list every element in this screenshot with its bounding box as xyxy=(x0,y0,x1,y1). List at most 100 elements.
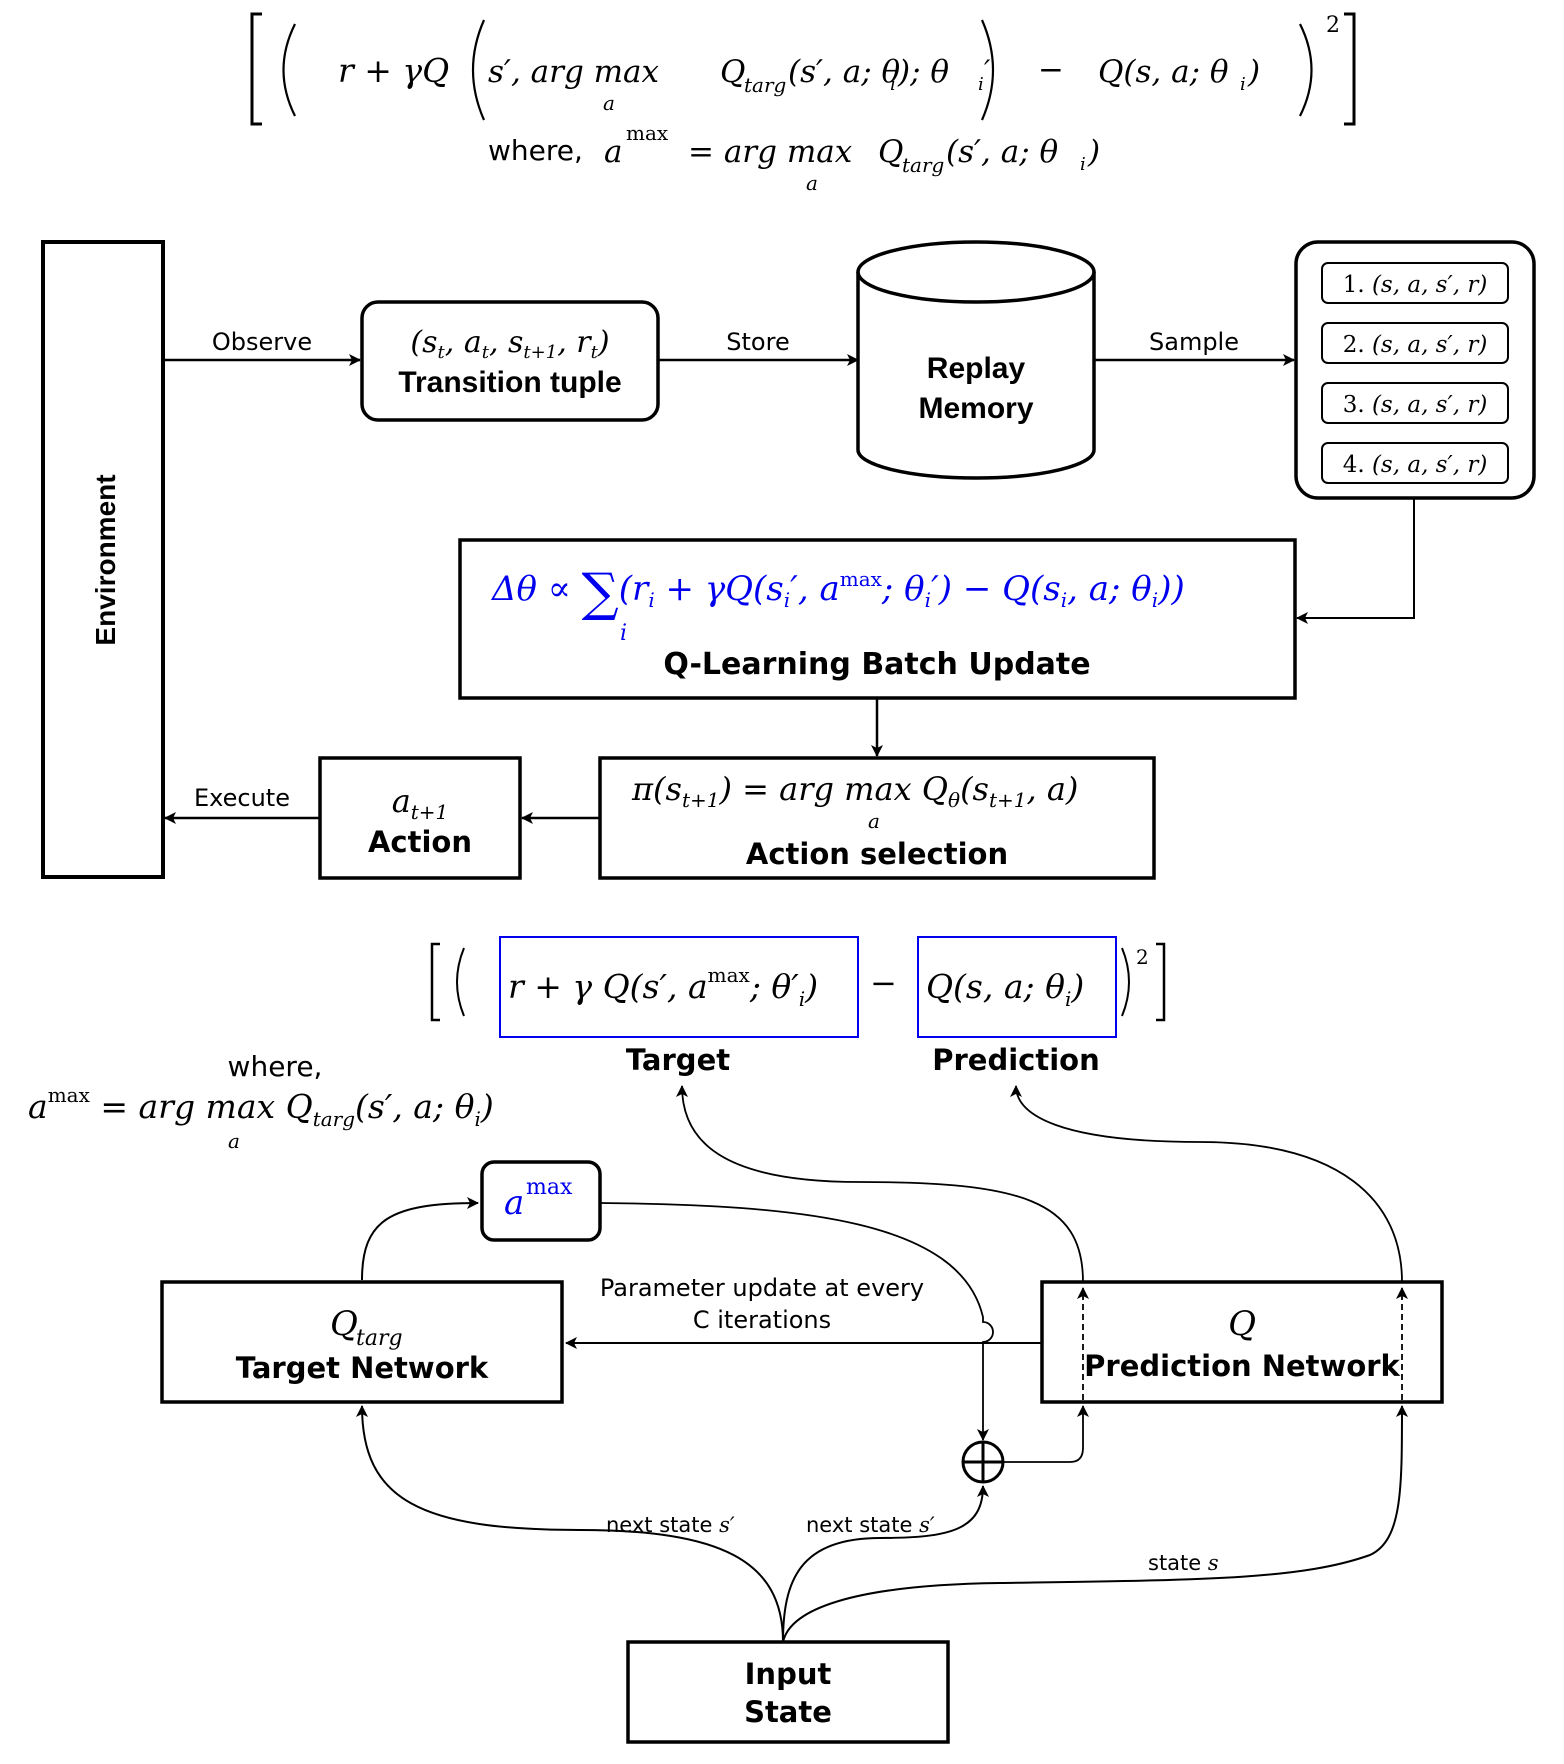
sample-item[interactable]: 2. (s, a, s′, r) xyxy=(1321,322,1509,364)
sample-item-tuple: (s, a, s′, r) xyxy=(1372,392,1487,418)
input-to-sum-arrow xyxy=(782,1485,989,1643)
bottom-minus: − xyxy=(870,964,897,1002)
batch-to-update-arrow xyxy=(1296,498,1415,624)
input-state-box[interactable]: Input State xyxy=(626,1640,950,1744)
where-label: where, xyxy=(228,1050,323,1083)
sample-item-tuple: (s, a, s′, r) xyxy=(1372,272,1487,298)
bottom-left-paren xyxy=(456,947,465,1017)
sample-item-text: 1. (s, a, s′, r) xyxy=(1343,272,1488,298)
batch-update-box[interactable]: Δθ ∝ ∑(ri + γQ(si′, amax; θi′) − Q(si, a… xyxy=(458,538,1297,700)
top-where-max: max xyxy=(626,121,669,145)
top-equation: 2 r + γQ s′, arg max a Q targ (s′, a; θ … xyxy=(250,12,1356,195)
bottom-right-paren xyxy=(1121,947,1130,1017)
bottom-exponent: 2 xyxy=(1136,945,1149,969)
top-where-close: ) xyxy=(1087,134,1100,170)
top-where-a: a xyxy=(604,134,622,170)
sample-item-text: 3. (s, a, s′, r) xyxy=(1343,392,1488,418)
to-prediction-arrow xyxy=(1010,1085,1403,1283)
top-where-q: Q xyxy=(878,134,903,170)
bottom-right-bracket xyxy=(1156,942,1166,1022)
top-where-eq: = arg max xyxy=(688,134,853,170)
sample-item-text: 4. (s, a, s′, r) xyxy=(1343,452,1488,478)
sample-item[interactable]: 3. (s, a, s′, r) xyxy=(1321,382,1509,424)
prediction-expression-box xyxy=(917,936,1117,1038)
top-eq-prime: ′ xyxy=(984,54,991,87)
environment-box[interactable]: Environment xyxy=(41,240,165,879)
sample-item-tuple: (s, a, s′, r) xyxy=(1372,332,1487,358)
input-state-line2: State xyxy=(744,1695,832,1729)
store-label: Store xyxy=(726,328,789,356)
target-network-label: Target Network xyxy=(236,1351,489,1385)
left-bracket xyxy=(250,12,262,126)
replay-memory-cylinder[interactable]: Replay Memory xyxy=(856,240,1096,480)
top-where-args: (s′, a; θ xyxy=(946,134,1059,170)
amax-base: a xyxy=(504,1183,524,1223)
to-target-arrow xyxy=(676,1085,1084,1283)
target-network-box[interactable]: Q targ Target Network xyxy=(160,1280,564,1404)
state-label: state s xyxy=(1148,1551,1219,1575)
where-formula: amax = arg max Qtarg(s′, a; θi) xyxy=(28,1083,494,1131)
environment-label: Environment xyxy=(90,474,121,645)
action-selection-box[interactable]: π(st+1) = arg max Qθ(st+1, a) a Action s… xyxy=(598,756,1156,880)
sample-batch-box[interactable]: 1. (s, a, s′, r)2. (s, a, s′, r)3. (s, a… xyxy=(1294,240,1536,500)
parameter-update-line1: Parameter update at every xyxy=(600,1274,924,1302)
input-to-prediction-arrow xyxy=(782,1405,1408,1643)
action-selection-sub: a xyxy=(868,809,880,833)
execute-label: Execute xyxy=(194,784,290,812)
top-eq-minus: − xyxy=(1038,52,1064,88)
top-eq-targ: targ xyxy=(744,73,786,97)
prediction-network-box[interactable]: Q Prediction Network xyxy=(1040,1280,1444,1404)
target-network-q-sub: targ xyxy=(356,1326,403,1351)
top-exponent: 2 xyxy=(1326,13,1340,38)
sum-to-prediction-arrow xyxy=(1003,1405,1089,1463)
sample-item-index: 4. xyxy=(1343,452,1372,478)
inner-left-paren xyxy=(471,19,486,121)
left-paren xyxy=(282,23,296,117)
action-box[interactable]: at+1 Action xyxy=(318,756,522,880)
batch-sum-sub: i xyxy=(620,621,627,646)
top-where-i: i xyxy=(1080,154,1086,175)
replay-memory-line2: Memory xyxy=(918,392,1033,425)
bottom-left-bracket xyxy=(430,942,440,1022)
where-sub: a xyxy=(228,1129,240,1153)
transition-tuple-label: Transition tuple xyxy=(398,366,621,399)
top-where-sub: a xyxy=(806,171,818,195)
bottom-equation: r + γ Q(s′, amax; θ′i) − Q(s, a; θi) 2 T… xyxy=(430,936,1166,1077)
top-eq-q: Q xyxy=(720,54,745,90)
next-state-label-2: next state s′ xyxy=(806,1513,935,1537)
input-to-target-arrow xyxy=(356,1405,784,1643)
right-bracket xyxy=(1344,12,1356,126)
amax-node[interactable]: a max xyxy=(480,1160,602,1242)
top-eq-prediction: Q(s, a; θ xyxy=(1098,54,1229,90)
sample-item-tuple: (s, a, s′, r) xyxy=(1372,452,1487,478)
sample-label: Sample xyxy=(1149,328,1239,356)
top-eq-pred-i: i xyxy=(1240,74,1246,95)
target-to-amax-arrow xyxy=(361,1197,479,1281)
transition-tuple-box[interactable]: (st, at, st+1, rt) Transition tuple xyxy=(360,300,660,422)
action-label: Action xyxy=(368,825,472,859)
batch-update-label: Q-Learning Batch Update xyxy=(663,647,1090,682)
top-eq-inner-close: ); θ xyxy=(897,54,949,90)
parameter-update-line2: C iterations xyxy=(693,1306,831,1334)
sample-item-text: 2. (s, a, s′, r) xyxy=(1343,332,1488,358)
amax-to-sum-arrow xyxy=(599,1202,994,1441)
sample-item[interactable]: 4. (s, a, s′, r) xyxy=(1321,442,1509,484)
right-paren xyxy=(1299,23,1313,117)
inner-right-paren xyxy=(980,19,995,121)
sample-item-index: 1. xyxy=(1343,272,1372,298)
target-expression-box xyxy=(499,936,859,1038)
top-eq-pred-close: ) xyxy=(1247,54,1260,90)
sample-item-index: 2. xyxy=(1343,332,1372,358)
where-block: where, amax = arg max Qtarg(s′, a; θi) a xyxy=(28,1050,494,1153)
top-eq-inner: s′, arg max xyxy=(488,54,660,90)
prediction-network-q: Q xyxy=(1228,1304,1256,1344)
observe-label: Observe xyxy=(212,328,312,356)
prediction-network-label: Prediction Network xyxy=(1084,1349,1400,1383)
sample-item-index: 3. xyxy=(1343,392,1372,418)
top-eq-left: r + γQ xyxy=(338,51,449,90)
amax-sup: max xyxy=(526,1175,573,1200)
sample-item[interactable]: 1. (s, a, s′, r) xyxy=(1321,262,1509,304)
target-network-q: Q xyxy=(330,1304,358,1344)
input-state-line1: Input xyxy=(745,1657,832,1691)
